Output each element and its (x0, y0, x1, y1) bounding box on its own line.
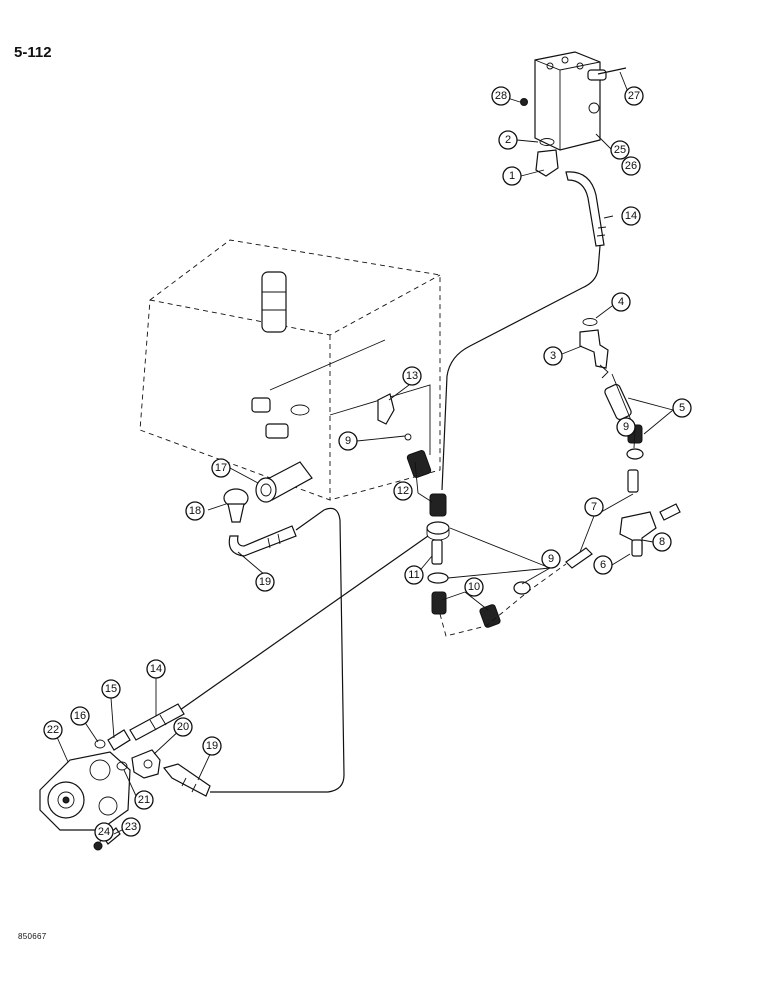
svg-text:22: 22 (47, 724, 59, 736)
suction-fitting-17 (255, 461, 313, 503)
elbow-fitting-18 (223, 488, 249, 523)
svg-text:14: 14 (625, 210, 637, 222)
svg-text:25: 25 (614, 144, 626, 156)
tube-11 (427, 539, 449, 584)
callout-19-upper: 19 (255, 572, 275, 592)
callout-9-tank: 9 (338, 431, 358, 451)
svg-text:11: 11 (408, 569, 419, 581)
callout-25: 25 (610, 140, 630, 160)
hose-sleeves-12 (406, 449, 450, 541)
callout-21: 21 (134, 790, 154, 810)
svg-text:6: 6 (600, 559, 606, 571)
leader-lines (52, 71, 674, 843)
hydraulic-tank (139, 239, 441, 501)
pressure-hose-14-lower (129, 535, 429, 741)
svg-text:20: 20 (177, 721, 189, 733)
callout-18: 18 (185, 501, 205, 521)
svg-text:18: 18 (189, 505, 201, 517)
callout-22: 22 (43, 720, 63, 740)
suction-hose-19 (210, 507, 345, 793)
svg-text:13: 13 (406, 370, 418, 382)
callout-9-lower: 9 (541, 549, 561, 569)
svg-text:5: 5 (679, 402, 685, 414)
svg-text:14: 14 (150, 663, 162, 675)
svg-text:8: 8 (659, 536, 665, 548)
svg-text:15: 15 (105, 683, 117, 695)
control-valve-block (520, 51, 627, 151)
svg-text:9: 9 (548, 553, 554, 565)
svg-text:19: 19 (206, 740, 218, 752)
callout-8: 8 (652, 532, 672, 552)
hose-sleeves-10 (431, 563, 567, 637)
elbow-fitting-20 (116, 749, 161, 779)
svg-text:4: 4 (618, 296, 624, 308)
svg-text:23: 23 (125, 821, 137, 833)
page-number: 5-112 (14, 44, 52, 61)
svg-text:26: 26 (625, 160, 637, 172)
callout-2: 2 (498, 130, 518, 150)
hose-14-upper (441, 171, 607, 491)
svg-text:12: 12 (397, 485, 409, 497)
tee-fitting-6 (619, 503, 681, 557)
callout-16: 16 (70, 706, 90, 726)
svg-text:27: 27 (628, 90, 640, 102)
drawing-code: 850667 (18, 932, 47, 941)
svg-text:19: 19 (259, 576, 271, 588)
callout-14-lower: 14 (146, 659, 166, 679)
callout-3: 3 (543, 346, 563, 366)
callout-19-lower: 19 (202, 736, 222, 756)
fitting-7 (565, 469, 639, 569)
callout-27: 27 (624, 86, 644, 106)
callout-9-right: 9 (616, 417, 636, 437)
callout-10: 10 (464, 577, 484, 597)
callout-5: 5 (672, 398, 692, 418)
svg-text:16: 16 (74, 710, 86, 722)
callout-26: 26 (621, 156, 641, 176)
callout-14-upper: 14 (621, 206, 641, 226)
elbow-fitting-1 (535, 138, 559, 177)
callout-28: 28 (491, 86, 511, 106)
callout-1: 1 (502, 166, 522, 186)
elbow-fitting-3 (579, 318, 609, 379)
svg-text:9: 9 (623, 421, 629, 433)
svg-text:2: 2 (505, 134, 511, 146)
svg-text:7: 7 (591, 501, 597, 513)
svg-text:28: 28 (495, 90, 507, 102)
svg-text:21: 21 (138, 794, 150, 806)
callout-24: 24 (94, 822, 114, 842)
callout-17: 17 (211, 458, 231, 478)
callout-7: 7 (584, 497, 604, 517)
svg-text:1: 1 (509, 170, 515, 182)
callout-12: 12 (393, 481, 413, 501)
svg-text:24: 24 (98, 826, 110, 838)
svg-text:17: 17 (215, 462, 227, 474)
svg-text:9: 9 (345, 435, 351, 447)
callout-4: 4 (611, 292, 631, 312)
callout-13: 13 (402, 366, 422, 386)
callout-23: 23 (121, 817, 141, 837)
callout-6: 6 (593, 555, 613, 575)
svg-text:10: 10 (468, 581, 480, 593)
callout-15: 15 (101, 679, 121, 699)
svg-text:3: 3 (550, 350, 556, 362)
pressure-hose-19-lower (162, 763, 211, 797)
callout-20: 20 (173, 717, 193, 737)
tank-fitting-13 (377, 393, 412, 441)
hydraulic-pump-22 (39, 751, 131, 831)
callout-11: 11 (404, 565, 424, 585)
fittings-15-16 (94, 729, 131, 751)
